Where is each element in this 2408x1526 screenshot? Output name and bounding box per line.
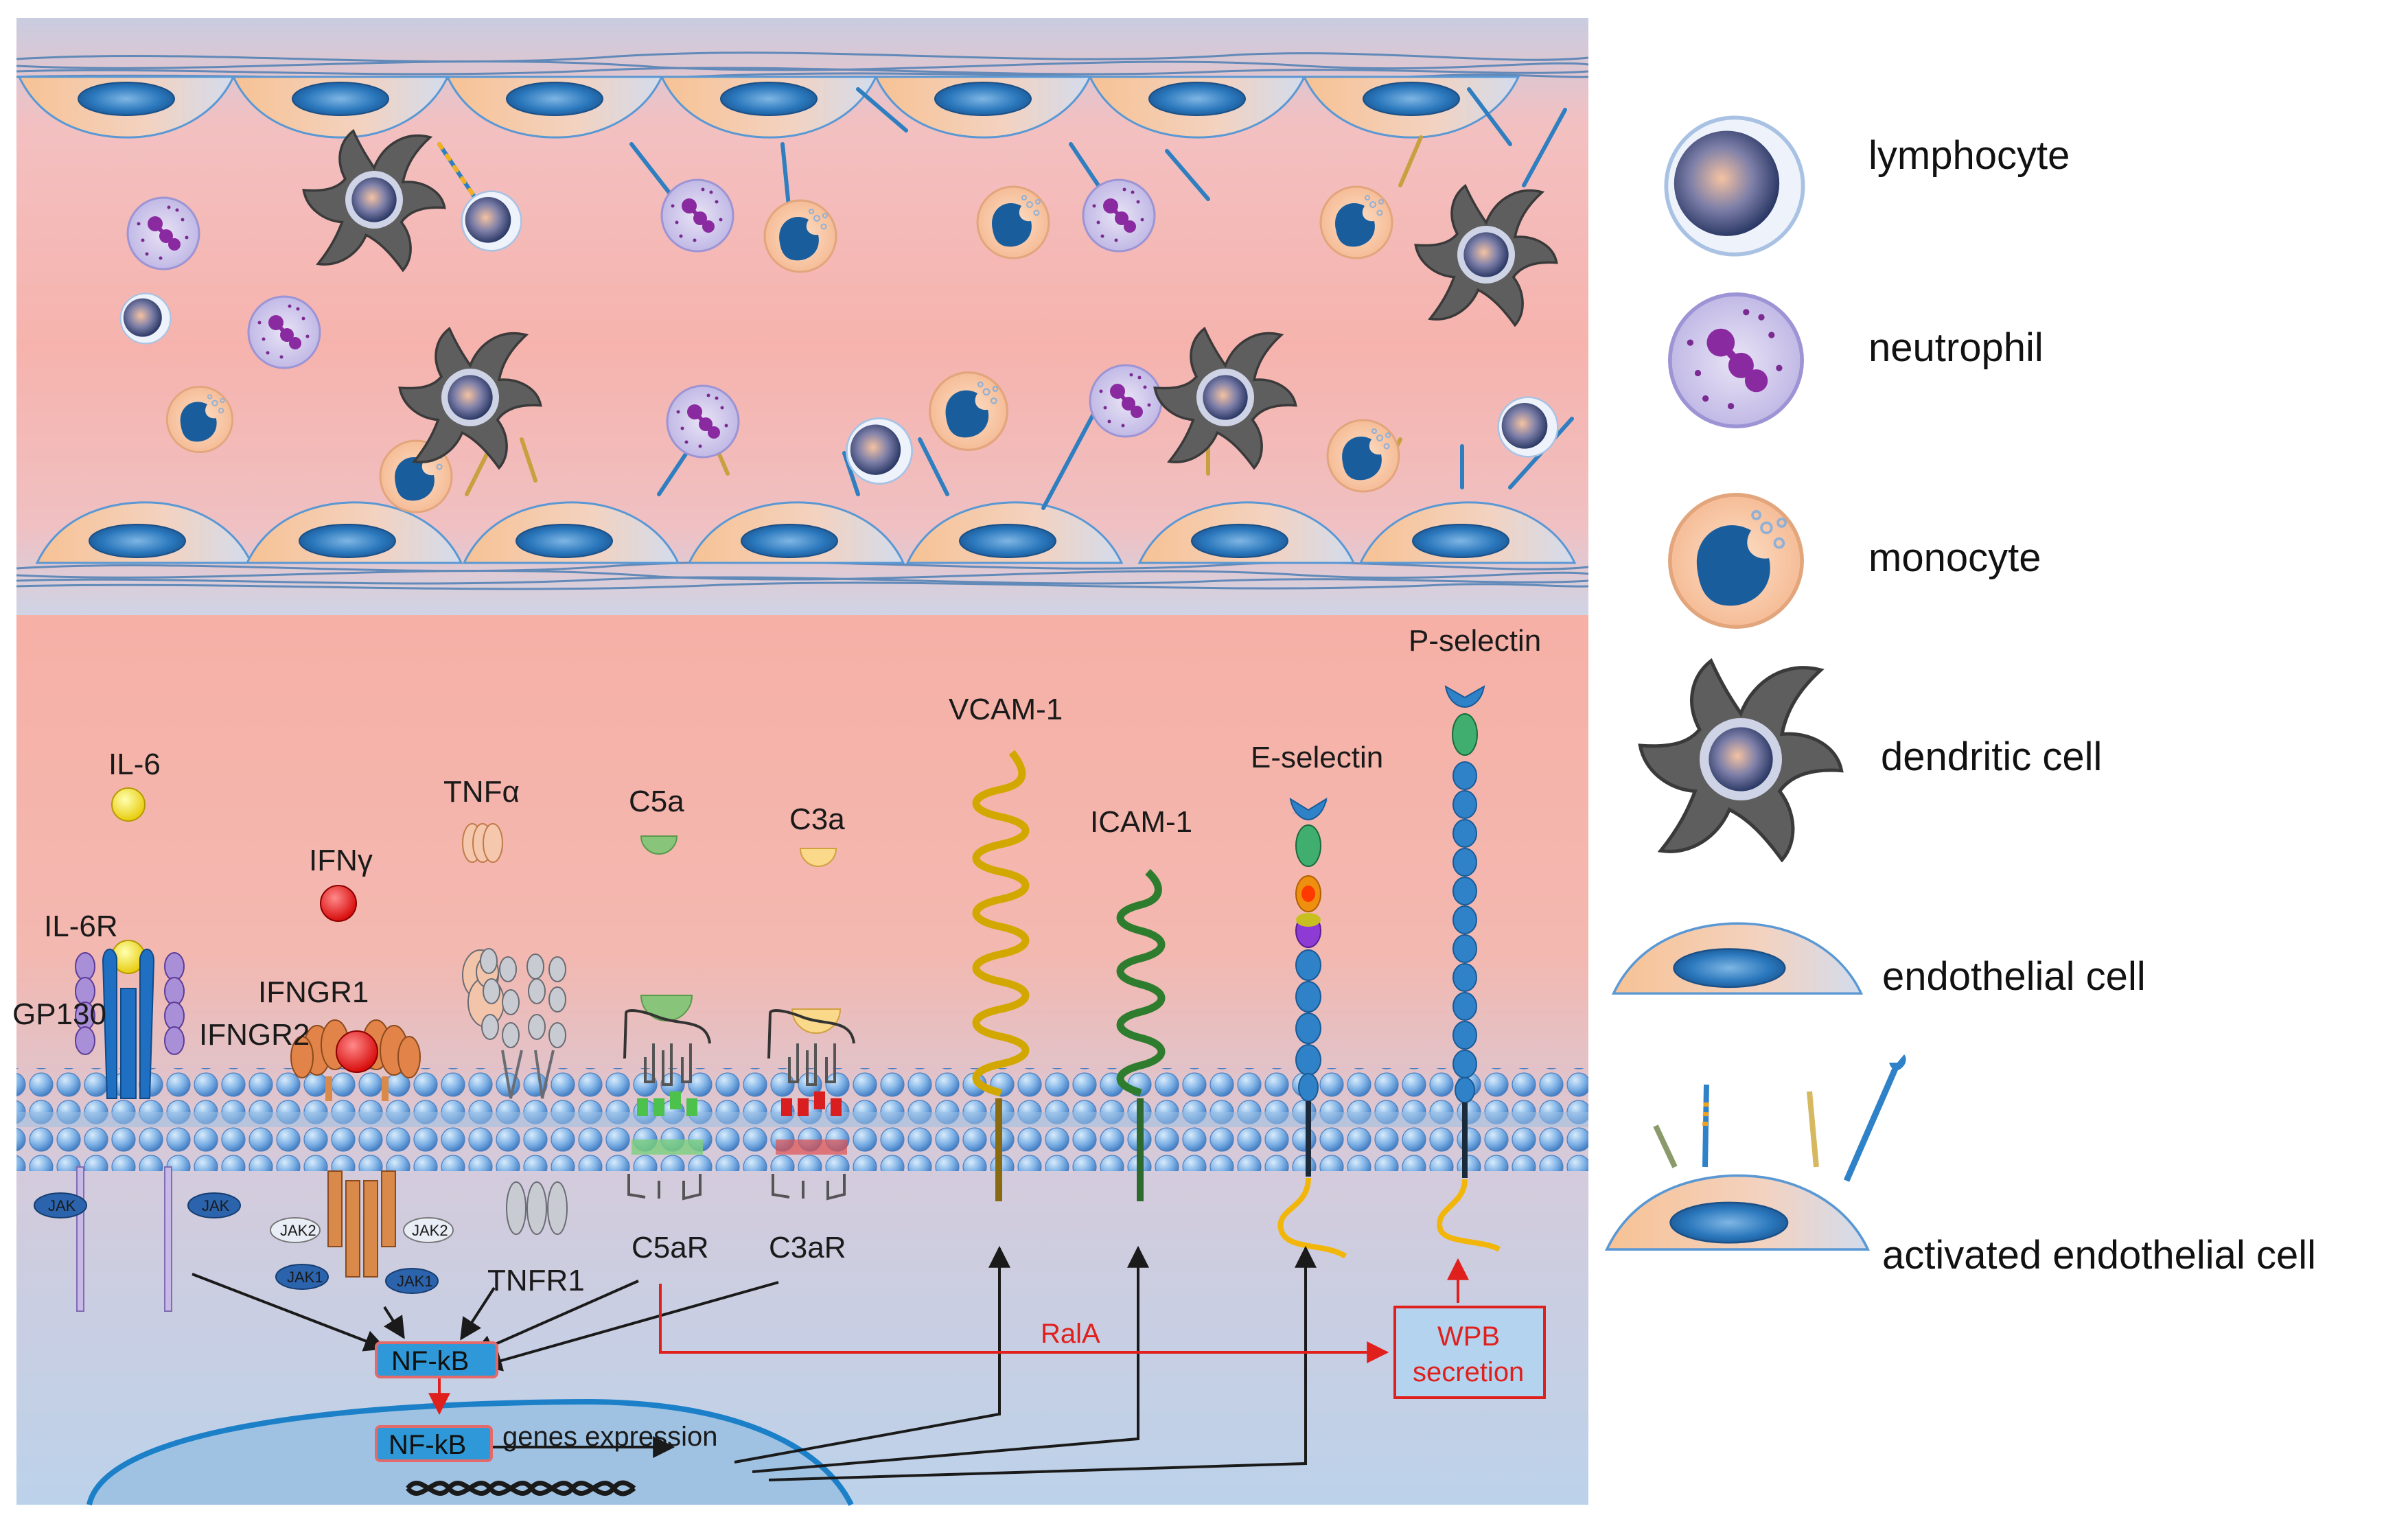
lymphocyte-cell bbox=[845, 417, 914, 485]
signaling-arrows bbox=[192, 1245, 1317, 1481]
monocyte-cell bbox=[763, 199, 837, 273]
legend-dendritic-icon bbox=[1640, 661, 1841, 860]
monocyte-cell bbox=[165, 385, 234, 454]
tnfr1-label: TNFR1 bbox=[487, 1264, 585, 1297]
jak2-label-right: JAK2 bbox=[412, 1222, 448, 1239]
legend-lymphocyte-icon bbox=[1666, 117, 1803, 254]
monocyte-cell bbox=[976, 185, 1050, 259]
jak-label-left: JAK bbox=[48, 1197, 76, 1214]
basement-membrane-bottom bbox=[16, 561, 1589, 590]
il6-receptor bbox=[34, 787, 241, 1312]
nfkb-cytoplasm-label: NF-kB bbox=[391, 1346, 469, 1376]
genes-expression-label: genes expression bbox=[502, 1422, 718, 1452]
vcam1-label: VCAM-1 bbox=[949, 693, 1063, 726]
legend-endothelial-icon bbox=[1614, 923, 1862, 993]
rala-pathway bbox=[428, 1258, 1469, 1415]
neutrophil-cell bbox=[1083, 180, 1155, 251]
p-selectin-label: P-selectin bbox=[1409, 624, 1541, 658]
c5a-label: C5a bbox=[629, 785, 684, 818]
c5ar-label: C5aR bbox=[632, 1231, 709, 1264]
signaling-panel: IL-6 IFNγ TNFα C5a C3a IL-6R GP130 IFNGR… bbox=[12, 615, 1588, 1506]
lymphocyte-cell bbox=[119, 292, 172, 345]
wpb-label: WPB bbox=[1437, 1321, 1500, 1352]
neutrophil-cell bbox=[667, 386, 739, 457]
c5a-receptor bbox=[623, 835, 711, 1201]
icam1-label: ICAM-1 bbox=[1090, 805, 1192, 839]
c3a-receptor bbox=[767, 848, 855, 1201]
legend-activated-endothelial-icon bbox=[1607, 1054, 1906, 1249]
monocyte-cell bbox=[929, 371, 1008, 451]
jak-label-right: JAK bbox=[202, 1197, 230, 1214]
c3a-ligand bbox=[799, 848, 837, 867]
jak1-label-right: JAK1 bbox=[397, 1273, 433, 1290]
legend-endothelial-label: endothelial cell bbox=[1882, 954, 2146, 999]
il6-ligand bbox=[111, 787, 146, 822]
dna-helix bbox=[406, 1480, 636, 1496]
legend-monocyte-label: monocyte bbox=[1868, 535, 2041, 580]
ifng-ligand bbox=[320, 885, 357, 922]
monocyte-cell bbox=[1326, 419, 1400, 493]
ifng-label: IFNγ bbox=[309, 844, 373, 877]
legend-activated-label: activated endothelial cell bbox=[1882, 1233, 2316, 1278]
secretion-label: secretion bbox=[1413, 1357, 1524, 1387]
c3ar-label: C3aR bbox=[769, 1231, 846, 1264]
nfkb-nucleus-label: NF-kB bbox=[389, 1430, 466, 1460]
il6r-label: IL-6R bbox=[44, 910, 118, 943]
legend-dendritic-label: dendritic cell bbox=[1881, 735, 2102, 779]
nfkb-nucleus-box bbox=[375, 1425, 493, 1462]
legend-monocyte-icon bbox=[1670, 495, 1802, 627]
gp130-label: GP130 bbox=[12, 997, 106, 1031]
vessel-panel bbox=[16, 18, 1589, 615]
nfkb-cytoplasm-box bbox=[375, 1341, 498, 1378]
tnfa-ligand bbox=[462, 823, 503, 863]
neutrophil-cell bbox=[662, 180, 733, 251]
ifngr1-label: IFNGR1 bbox=[258, 975, 369, 1009]
tnfa-label: TNFα bbox=[443, 775, 520, 809]
monocyte-cell bbox=[1319, 185, 1393, 259]
legend-neutrophil-label: neutrophil bbox=[1868, 325, 2044, 370]
ifngr2-label: IFNGR2 bbox=[199, 1018, 310, 1052]
c5a-ligand bbox=[640, 835, 678, 855]
neutrophil-cell bbox=[1090, 365, 1161, 437]
vcam1-molecule bbox=[972, 750, 1030, 1201]
e-selectin-molecule bbox=[1277, 797, 1347, 1259]
legend-lymphocyte-label: lymphocyte bbox=[1868, 133, 2070, 178]
rala-label: RalA bbox=[1041, 1319, 1100, 1349]
legend-neutrophil-icon bbox=[1670, 294, 1802, 426]
e-selectin-label: E-selectin bbox=[1251, 741, 1383, 774]
neutrophil-cell bbox=[128, 198, 199, 269]
neutrophil-cell bbox=[248, 297, 320, 368]
icam1-molecule bbox=[1116, 868, 1166, 1201]
il6-label: IL-6 bbox=[108, 748, 161, 781]
tnf-receptor bbox=[462, 823, 568, 1235]
jak2-label-left: JAK2 bbox=[280, 1222, 316, 1239]
legend: lymphocyte neutrophil monocyte dendritic… bbox=[1607, 117, 2316, 1278]
lymphocyte-cell bbox=[1497, 396, 1559, 458]
c3a-label: C3a bbox=[789, 802, 845, 836]
jak1-label-left: JAK1 bbox=[287, 1269, 323, 1286]
wpb-secretion-box bbox=[1393, 1306, 1546, 1399]
ifng-receptor bbox=[270, 885, 454, 1294]
p-selectin-molecule bbox=[1437, 685, 1501, 1252]
lymphocyte-cell bbox=[461, 190, 522, 252]
